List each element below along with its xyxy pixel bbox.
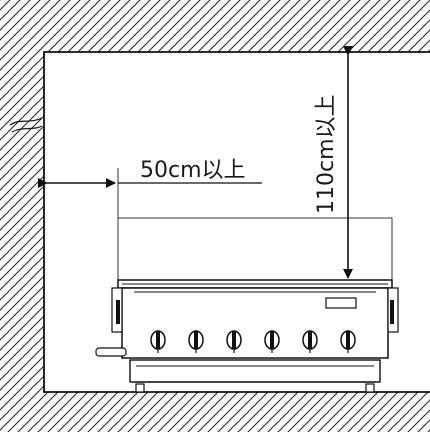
griddle-nameplate <box>325 297 357 309</box>
right-bracket-slot <box>390 300 394 324</box>
left-wall <box>0 0 44 432</box>
control-knob <box>340 330 356 353</box>
control-knob <box>188 330 204 353</box>
gas-inlet-pipe <box>95 347 127 357</box>
wall-outline <box>43 51 430 393</box>
side-clearance-label: 50cm以上 <box>140 158 246 183</box>
ceiling-wall <box>0 0 430 52</box>
control-knob <box>226 330 242 353</box>
griddle-appliance <box>95 279 399 393</box>
foot-left <box>135 383 145 393</box>
floor <box>0 392 430 432</box>
wall-mark <box>9 117 43 126</box>
top-clearance-label: 110cm以上 <box>314 94 339 214</box>
wall-mark-2 <box>11 125 43 133</box>
clearance-box <box>117 217 393 280</box>
control-knobs <box>150 330 356 353</box>
control-knob <box>150 330 166 353</box>
drip-tray <box>129 359 381 383</box>
foot-right <box>365 383 375 393</box>
left-bracket-slot <box>116 300 120 324</box>
control-knob <box>264 330 280 353</box>
control-knob <box>302 330 318 353</box>
